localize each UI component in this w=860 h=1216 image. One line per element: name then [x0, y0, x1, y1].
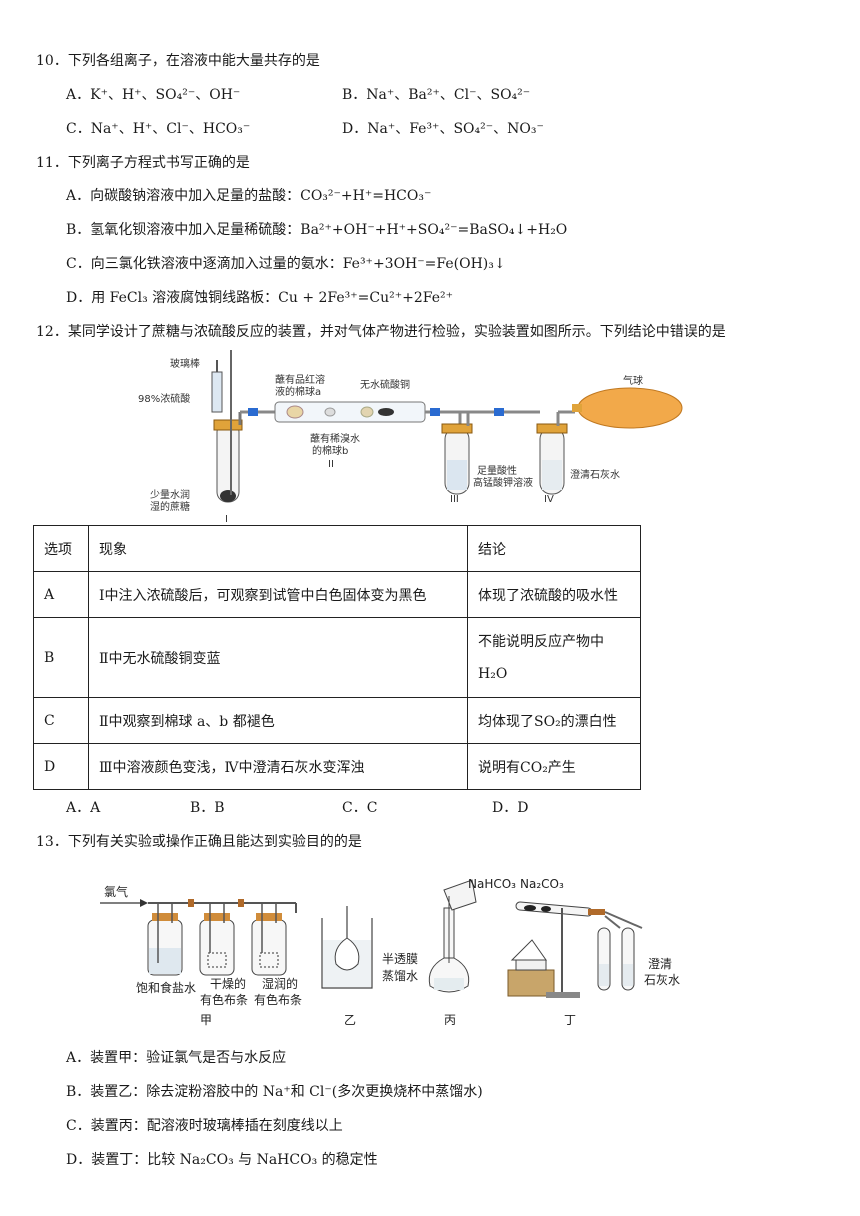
- cuso4-powder: [378, 408, 394, 416]
- q11-stem: 11．下列离子方程式书写正确的是: [36, 155, 250, 171]
- table-row: D Ⅲ中溶液颜色变浅，Ⅳ中澄清石灰水变浑浊 说明有CO₂产生: [33, 743, 641, 790]
- header-option: 选项: [33, 525, 89, 572]
- label-lime-2: 石灰水: [644, 973, 680, 987]
- q12-choice-a[interactable]: A．A: [66, 800, 101, 816]
- q13-option-d[interactable]: D．装置丁：比较 Na₂CO₃ 与 NaHCO₃ 的稳定性: [66, 1152, 378, 1168]
- row-b-conclusion: 不能说明反应产物中H₂O: [467, 617, 641, 698]
- q12-choice-b[interactable]: B．B: [190, 800, 225, 816]
- label-dry-1: 干燥的: [210, 976, 246, 991]
- label-ball-a-1: 蘸有品红溶: [275, 373, 325, 386]
- label-ball-a-2: 液的棉球a: [275, 385, 321, 398]
- label-kmno4-1: 足量酸性: [477, 464, 517, 477]
- label-conc-acid: 98%浓硫酸: [138, 392, 190, 405]
- label-wet-2: 有色布条: [254, 993, 302, 1007]
- label-sugar-2: 湿的蔗糖: [150, 500, 190, 513]
- q10-option-a[interactable]: A．K⁺、H⁺、SO₄²⁻、OH⁻: [66, 87, 241, 103]
- row-c-conclusion: 均体现了SO₂的漂白性: [467, 697, 641, 744]
- row-d-phenomenon: Ⅲ中溶液颜色变浅，Ⅳ中澄清石灰水变浑浊: [88, 743, 468, 790]
- label-tube-1: I: [225, 514, 228, 525]
- label-kmno4-2: 高锰酸钾溶液: [473, 476, 533, 489]
- cotton-ball-b: [360, 406, 374, 418]
- q13-option-a[interactable]: A．装置甲：验证氯气是否与水反应: [66, 1050, 287, 1066]
- label-tube-4: IV: [544, 494, 554, 505]
- q10-option-c[interactable]: C．Na⁺、H⁺、Cl⁻、HCO₃⁻: [66, 121, 251, 137]
- row-a-conclusion: 体现了浓硫酸的吸水性: [467, 571, 641, 618]
- table-row: A Ⅰ中注入浓硫酸后，可观察到试管中白色固体变为黑色 体现了浓硫酸的吸水性: [33, 571, 641, 618]
- label-chlorine: 氯气: [104, 884, 128, 899]
- row-a-phenomenon: Ⅰ中注入浓硫酸后，可观察到试管中白色固体变为黑色: [88, 571, 468, 618]
- table-row: C Ⅱ中观察到棉球 a、b 都褪色 均体现了SO₂的漂白性: [33, 697, 641, 744]
- label-tube-3: III: [450, 494, 459, 505]
- row-d-option: D: [33, 743, 89, 790]
- label-nahco3: NaHCO₃: [468, 877, 516, 891]
- label-balloon: 气球: [623, 374, 643, 387]
- row-c-phenomenon: Ⅱ中观察到棉球 a、b 都褪色: [88, 697, 468, 744]
- label-glass-rod: 玻璃棒: [170, 357, 200, 370]
- row-a-option: A: [33, 571, 89, 618]
- beaker: [321, 918, 373, 989]
- q11-option-c[interactable]: C．向三氯化铁溶液中逐滴加入过量的氨水：Fe³⁺+3OH⁻=Fe(OH)₃↓: [66, 256, 506, 272]
- syringe: [211, 371, 223, 413]
- q12-choice-d[interactable]: D．D: [492, 800, 529, 816]
- row-c-option: C: [33, 697, 89, 744]
- header-conclusion: 结论: [467, 525, 641, 572]
- sugar: [220, 490, 236, 502]
- label-na2co3: Na₂CO₃: [520, 877, 564, 891]
- label-brine: 饱和食盐水: [136, 980, 196, 995]
- label-tube-2: II: [328, 459, 334, 470]
- table-header-row: 选项 现象 结论: [33, 525, 641, 572]
- row-b-conclusion-text: 不能说明反应产物中H₂O: [478, 633, 604, 682]
- q11-option-d[interactable]: D．用 FeCl₃ 溶液腐蚀铜线路板：Cu + 2Fe³⁺=Cu²⁺+2Fe²⁺: [66, 290, 453, 306]
- q10-stem: 10．下列各组离子，在溶液中能大量共存的是: [36, 53, 320, 69]
- table-row: B Ⅱ中无水硫酸铜变蓝 不能说明反应产物中H₂O: [33, 617, 641, 698]
- label-ball-b-1: 蘸有稀溴水: [310, 432, 360, 445]
- q12-options-table: 选项 现象 结论 A Ⅰ中注入浓硫酸后，可观察到试管中白色固体变为黑色 体现了浓…: [33, 525, 641, 790]
- q13-option-c[interactable]: C．装置丙：配溶液时玻璃棒插在刻度线以上: [66, 1118, 343, 1134]
- q11-option-a[interactable]: A．向碳酸钠溶液中加入足量的盐酸：CO₃²⁻+H⁺=HCO₃⁻: [66, 188, 432, 204]
- q10-option-d[interactable]: D．Na⁺、Fe³⁺、SO₄²⁻、NO₃⁻: [342, 121, 544, 137]
- label-ding: 丁: [564, 1013, 576, 1027]
- balloon: [577, 387, 683, 429]
- q13-stem: 13．下列有关实验或操作正确且能达到实验目的的是: [36, 834, 362, 850]
- semipermeable-bag: [334, 937, 360, 971]
- label-lime-1: 澄清: [648, 956, 672, 971]
- label-jia: 甲: [200, 1013, 212, 1027]
- label-wet-1: 湿润的: [262, 976, 298, 991]
- q12-apparatus-figure: 玻璃棒 98%浓硫酸 蘸有品红溶 液的棉球a 无水硫酸铜 蘸有稀溴水 的棉球b …: [138, 350, 683, 525]
- q12-choice-c[interactable]: C．C: [342, 800, 378, 816]
- q13-apparatus-figure: 氯气 饱和食盐水 干燥的 有色布条 湿润的 有色布条 甲 半透膜 蒸馏水 乙 丙…: [100, 877, 680, 1027]
- cotton-ball-a: [286, 405, 304, 419]
- header-phenomenon: 现象: [88, 525, 468, 572]
- label-sugar-1: 少量水润: [150, 488, 190, 501]
- row-d-conclusion: 说明有CO₂产生: [467, 743, 641, 790]
- q10-option-b[interactable]: B．Na⁺、Ba²⁺、Cl⁻、SO₄²⁻: [342, 87, 531, 103]
- label-limewater: 澄清石灰水: [570, 468, 620, 481]
- label-ball-b-2: 的棉球b: [312, 444, 348, 457]
- label-bing: 丙: [444, 1013, 456, 1027]
- alcohol-lamp: [510, 939, 547, 961]
- q12-stem: 12．某同学设计了蔗糖与浓硫酸反应的装置，并对气体产物进行检验，实验装置如图所示…: [36, 324, 726, 340]
- label-dry-2: 有色布条: [200, 993, 248, 1007]
- label-yi: 乙: [344, 1013, 356, 1027]
- label-water: 蒸馏水: [382, 969, 418, 983]
- label-cuso4: 无水硫酸铜: [360, 378, 410, 391]
- row-b-option: B: [33, 617, 89, 698]
- row-b-phenomenon: Ⅱ中无水硫酸铜变蓝: [88, 617, 468, 698]
- q11-option-b[interactable]: B．氢氧化钡溶液中加入足量稀硫酸：Ba²⁺+OH⁻+H⁺+SO₄²⁻=BaSO₄…: [66, 222, 568, 238]
- q13-option-b[interactable]: B．装置乙：除去淀粉溶胶中的 Na⁺和 Cl⁻(多次更换烧杯中蒸馏水): [66, 1084, 483, 1100]
- label-membrane: 半透膜: [382, 952, 418, 966]
